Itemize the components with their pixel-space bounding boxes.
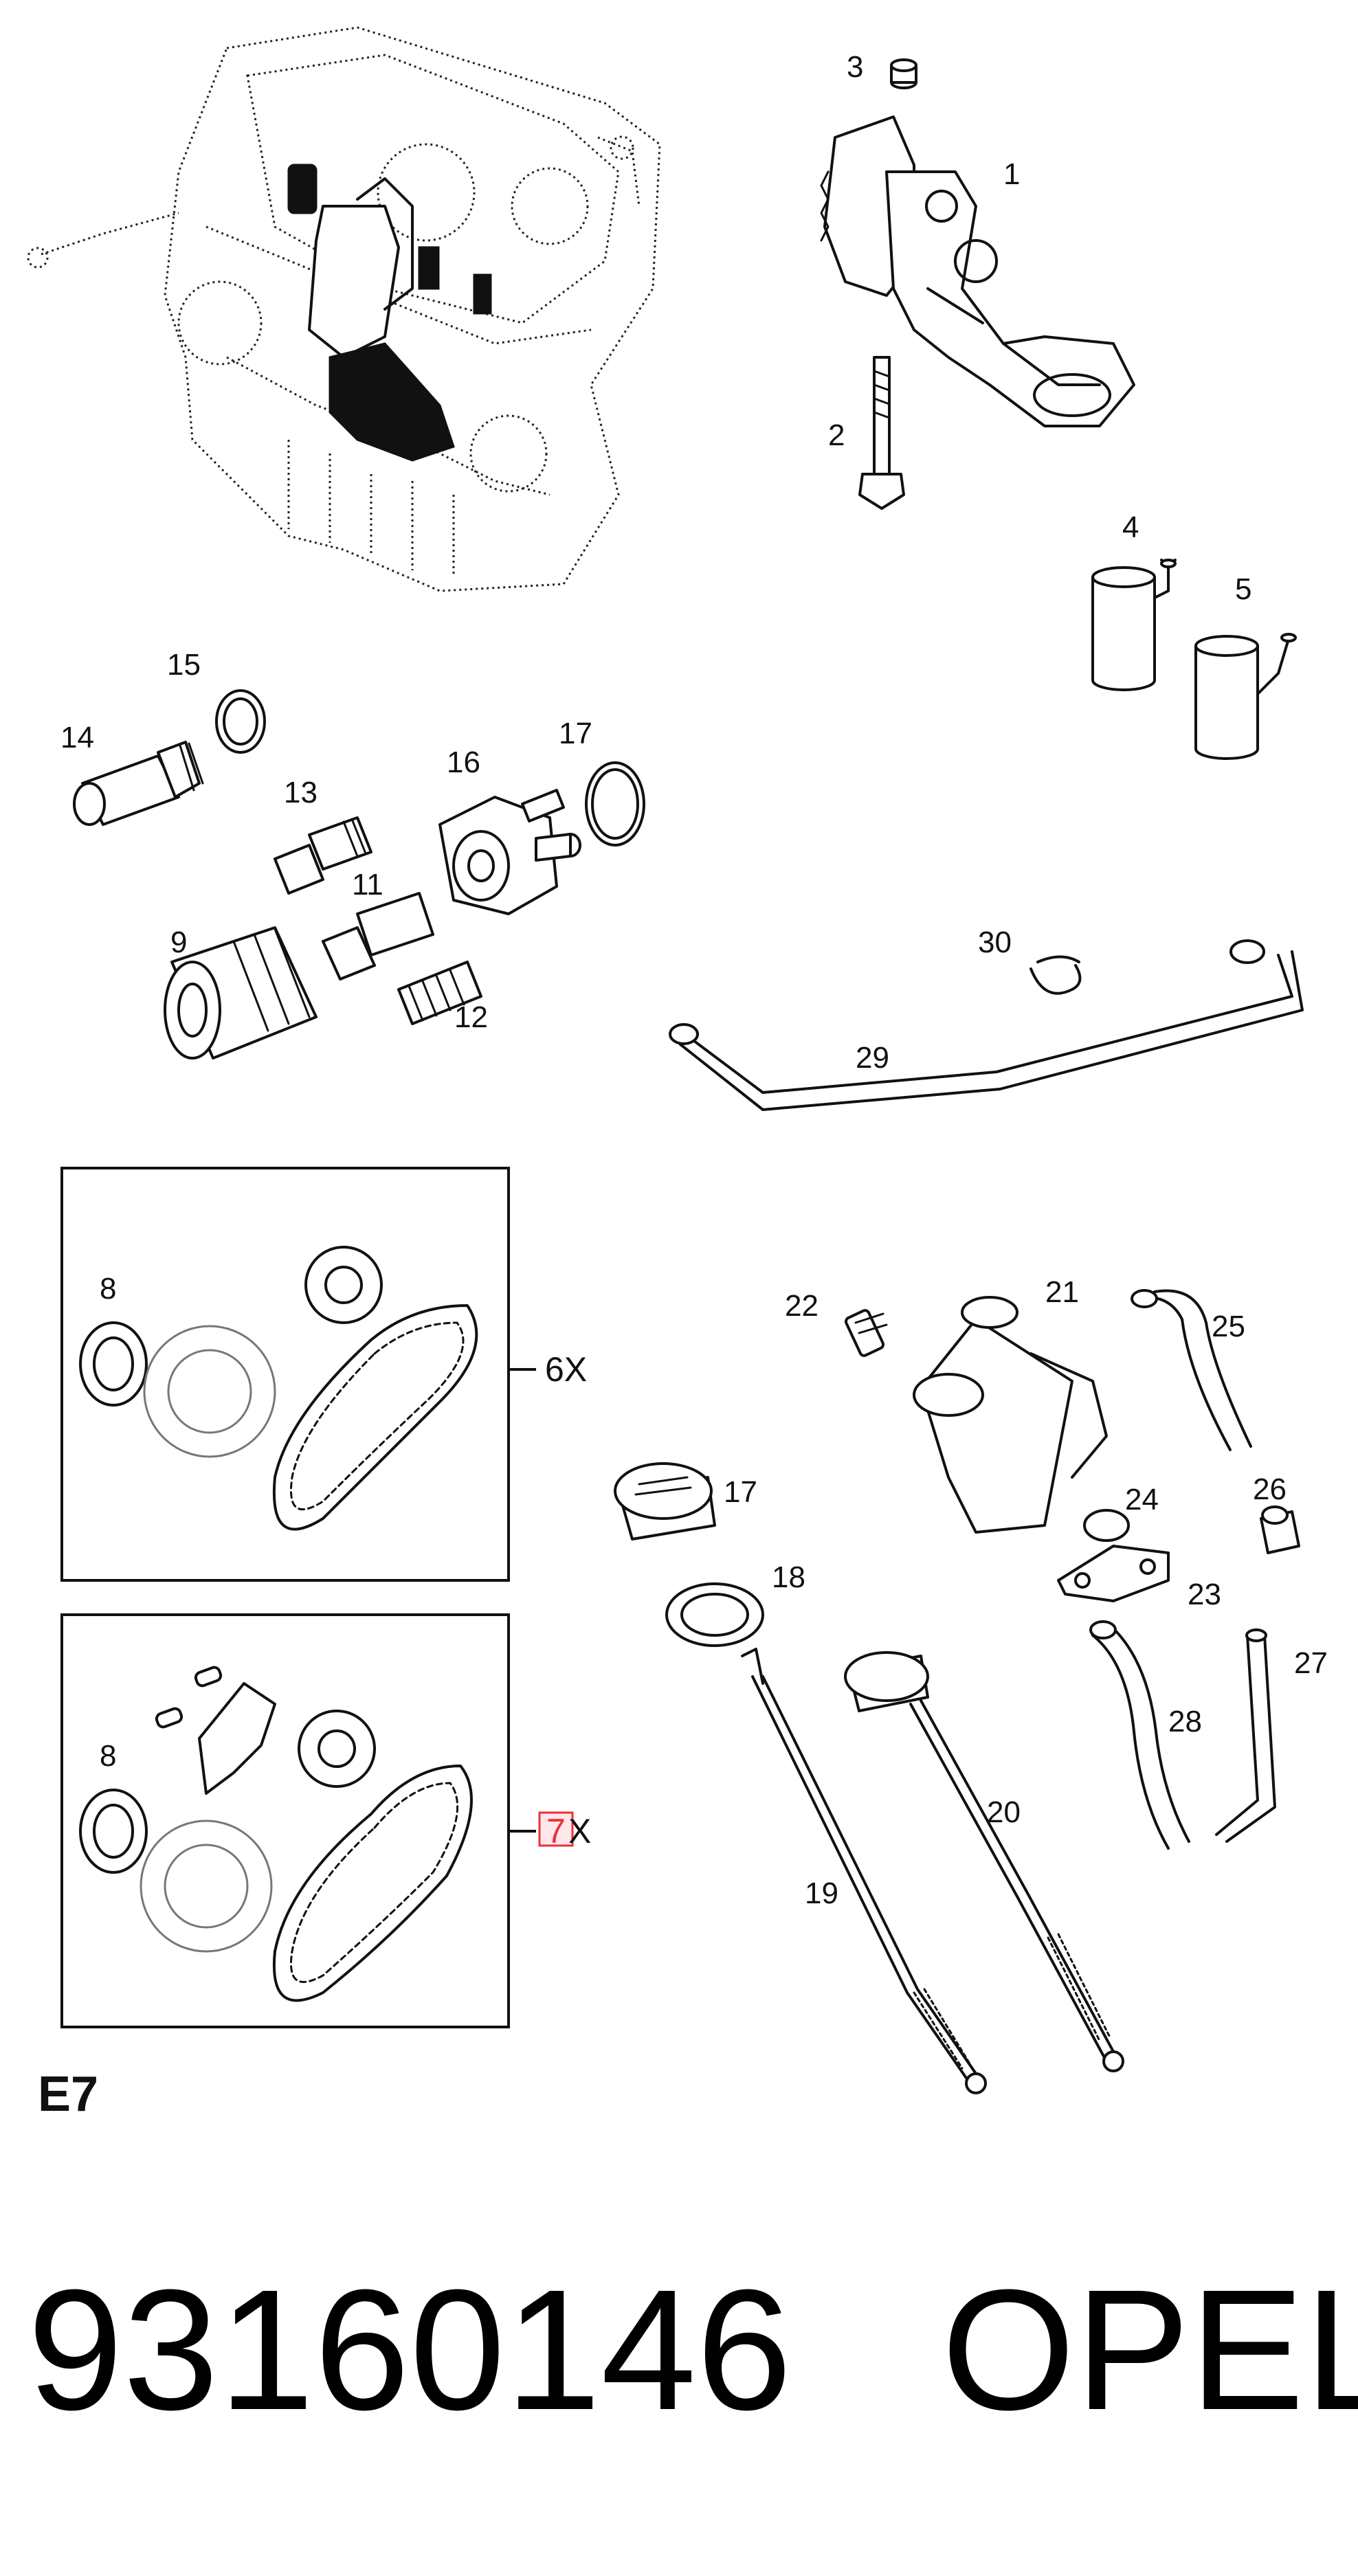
engine-assembly-illustration [27,26,661,592]
hose-28-illustration [1089,1620,1190,1850]
callout-18: 18 [772,1560,805,1594]
kit-6-box [60,1167,536,1582]
callout-19: 19 [805,1877,838,1910]
o-ring-illustration [585,761,645,847]
filler-seal-illustration [665,1582,764,1647]
callout-17: 17 [724,1475,757,1509]
seal-ring-illustration [215,689,266,754]
oil-cooler-adapter-illustration [438,789,581,915]
callout-12: 13 [284,776,318,809]
callout-2: 2 [828,418,845,452]
gasket-illustration [1057,1545,1170,1602]
callout-16: 17 [559,717,592,750]
callout-1: 1 [1003,157,1020,191]
oil-pump-illustration [820,115,1135,427]
callout-27: 27 [1294,1646,1328,1680]
sleeve-with-pipe-illustration [1194,633,1297,760]
o-ring-24-illustration [1083,1509,1130,1542]
kit-6-label: 6X [545,1350,587,1389]
callout-11: 12 [454,1000,488,1034]
brand-name: OPEL [942,2254,1358,2445]
kit-7-number: 7 [546,1812,566,1850]
pipe-27-illustration [1215,1628,1276,1843]
callout-24: 24 [1125,1483,1159,1516]
callout-30: 30 [978,926,1012,959]
fitting-12-illustration [274,816,372,895]
callout-14: 15 [167,648,201,682]
callout-25: 25 [1212,1310,1245,1343]
oil-separator-illustration [844,1296,1108,1534]
sleeve-illustration [1091,559,1177,691]
connector-26-illustration [1260,1505,1300,1554]
fitting-10-illustration [322,892,434,981]
threaded-pin-illustration [397,961,482,1025]
callout-5: 5 [1235,572,1251,606]
bolt-illustration [858,356,905,510]
callout-4: 4 [1122,511,1139,544]
callout-21: 21 [1045,1275,1079,1309]
callout-26: 26 [1253,1472,1287,1506]
section-code: E7 [38,2067,98,2122]
kit-7-box [60,1613,536,2028]
footer-title: 93160146 OPEL [27,2247,1358,2453]
callout-10: 11 [352,868,383,901]
callout-9: 9 [170,926,187,959]
hose-25-illustration [1131,1289,1252,1451]
pressure-switch-illustration [73,741,204,826]
callout-22: 22 [785,1289,819,1323]
dipstick-with-handle-illustration [844,1651,1124,2072]
clip-illustration [1029,955,1082,995]
oil-pipe-illustration [669,939,1304,1111]
callout-23: 23 [1188,1578,1221,1611]
callout-20: 20 [987,1795,1021,1829]
callout-15: 16 [447,746,480,779]
cap-illustration [890,58,917,89]
callout-8-kit6: 8 [100,1272,116,1306]
kit-7-highlight [538,1811,574,1847]
callout-3: 3 [847,50,863,84]
callout-13: 14 [60,721,94,754]
filler-cap-illustration [614,1462,716,1541]
callout-labels: 3 1 2 4 5 15 14 16 17 13 11 9 12 30 29 8… [60,50,1328,1910]
callout-8-kit7: 8 [100,1739,116,1773]
kit-7-suffix: X [568,1812,591,1850]
dipstick-illustration [741,1648,987,2094]
callout-29: 29 [856,1041,889,1075]
callout-28: 28 [1168,1705,1202,1738]
part-number: 93160146 [27,2254,792,2445]
oil-filter-illustration [164,926,318,1060]
